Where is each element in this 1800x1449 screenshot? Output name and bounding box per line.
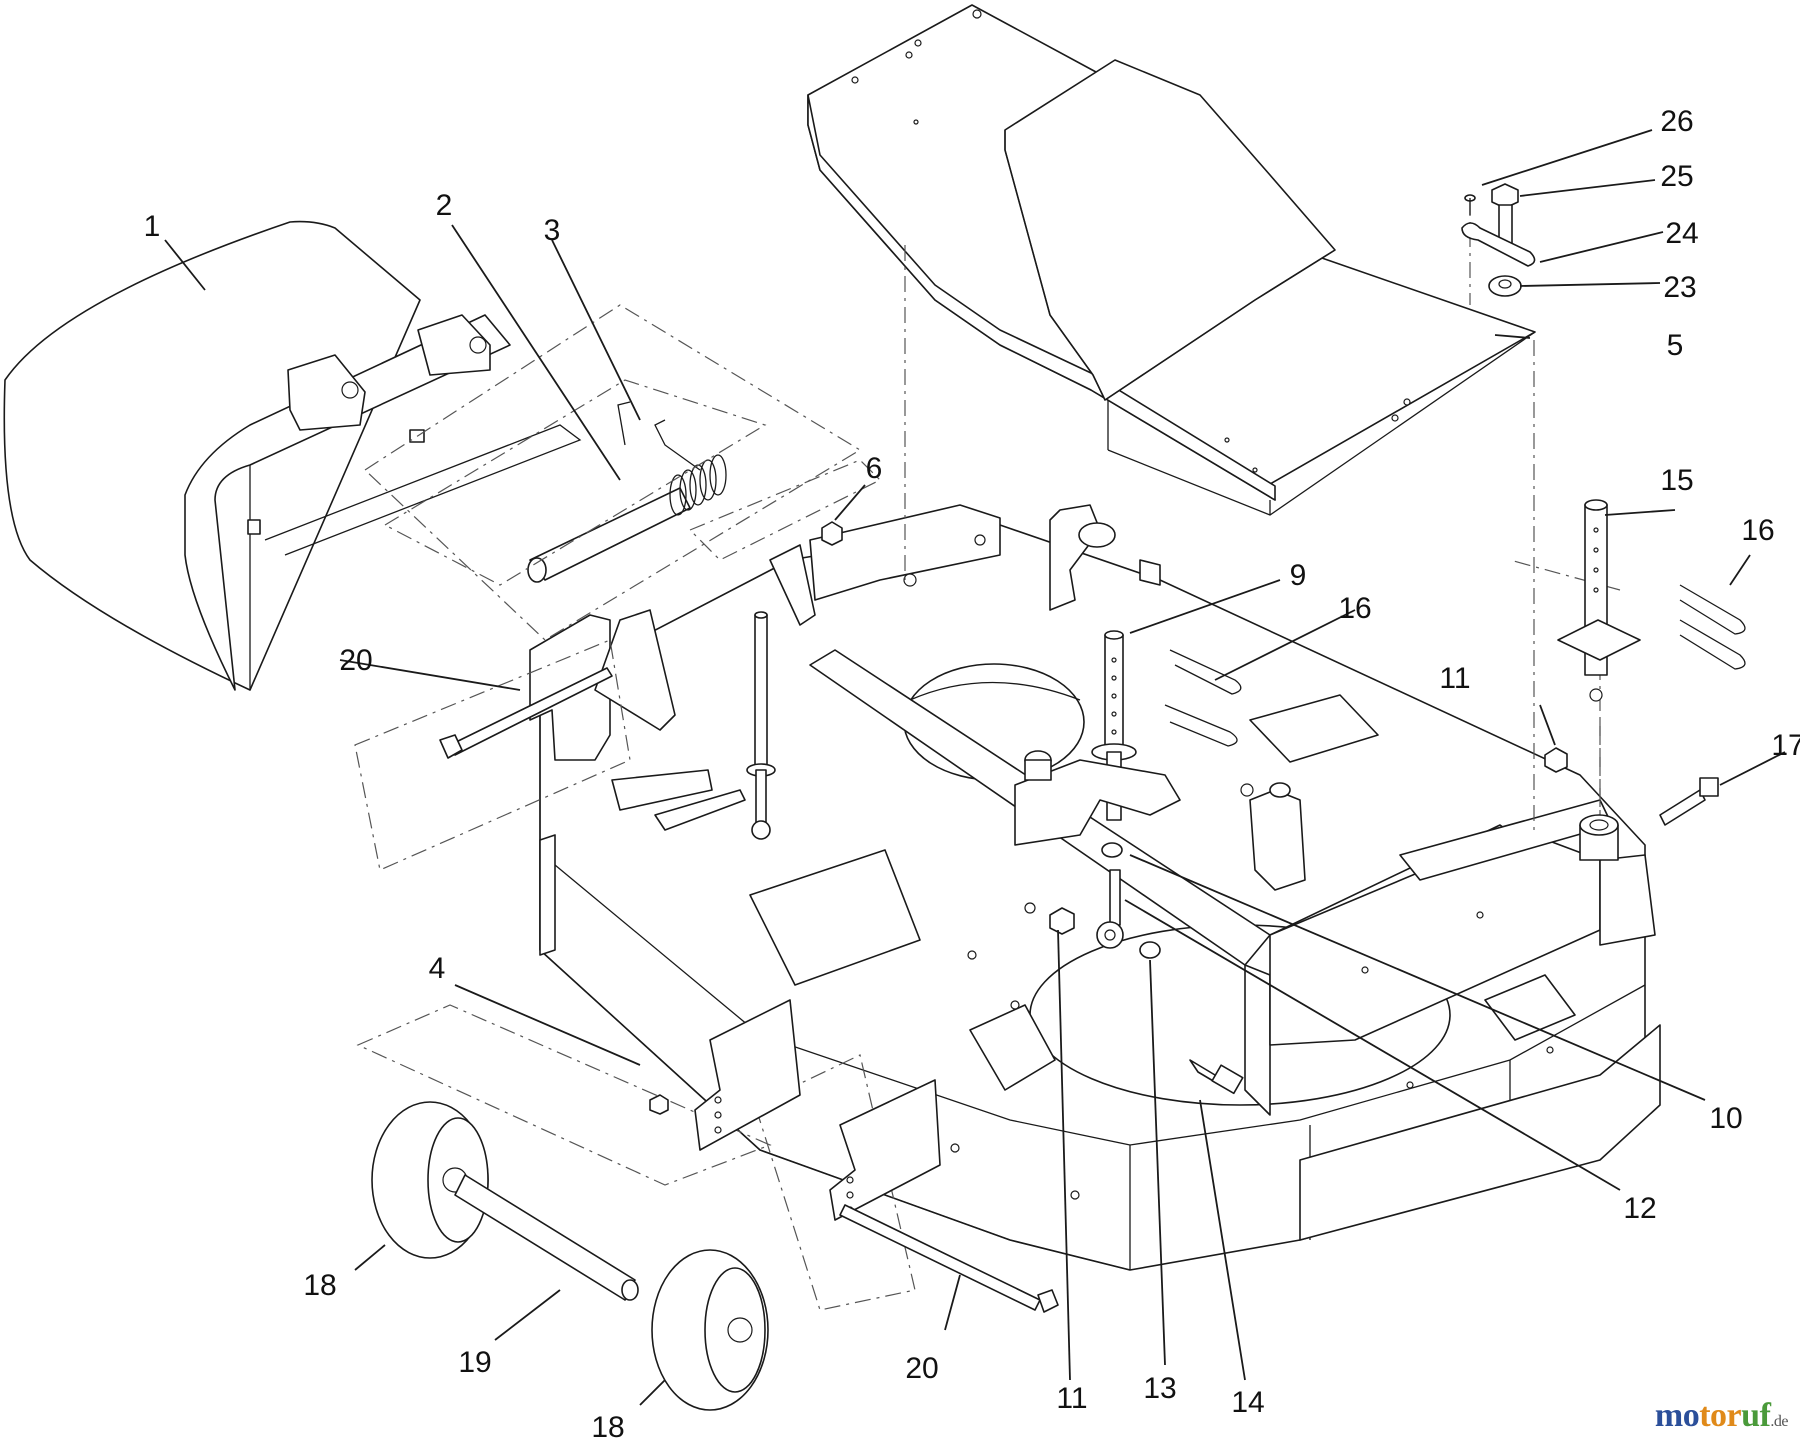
callout-13: 13 [1143,1372,1176,1405]
nut-23[interactable] [1488,275,1522,297]
height-pin-15[interactable] [1557,499,1641,702]
bolt-14[interactable] [1189,1059,1244,1095]
dashed-group-lines [354,200,1621,1311]
link-arm-12[interactable] [1096,869,1124,949]
deflector-rod-and-spring [527,401,727,583]
axle-19[interactable] [454,1174,639,1301]
callout-18-right: 18 [591,1411,624,1444]
callout-25: 25 [1660,160,1693,193]
callout-2: 2 [436,189,453,222]
callout-4: 4 [429,952,446,985]
callout-26: 26 [1660,105,1693,138]
decal-4 [1484,974,1576,1041]
callout-10: 10 [1709,1102,1742,1135]
callout-11-lower: 11 [1056,1382,1087,1415]
deck-cover-assembly [807,4,1536,516]
callout-16-left: 16 [1338,592,1371,625]
rear-bracket [1249,782,1306,891]
wheel-18-left[interactable] [371,1101,489,1259]
callout-5: 5 [1667,329,1684,362]
mower-deck [529,504,1661,1271]
callout-16-right: 16 [1741,514,1774,547]
nut-11-upper[interactable] [1544,747,1568,773]
callout-14: 14 [1231,1386,1264,1419]
callout-17: 17 [1771,729,1800,762]
decal-3 [969,1004,1056,1091]
pin-bracket [1014,750,1181,846]
right-pivot-tube [1579,814,1619,861]
callout-23: 23 [1663,271,1696,304]
nut-10[interactable] [1101,842,1123,858]
height-pin-left [746,611,776,840]
callout-20-upper: 20 [339,644,372,677]
hairpin-clips-16[interactable] [1164,584,1746,747]
decal-2 [749,849,921,986]
callout-15: 15 [1660,464,1693,497]
callout-leaders [164,129,1786,1406]
bracket-24[interactable] [1461,222,1536,267]
watermark-part-1: mo [1654,1397,1700,1434]
decal-1 [1249,694,1379,763]
callout-labels: 1 2 3 4 5 6 9 10 11 11 12 13 14 15 16 16… [144,105,1800,1444]
callout-6: 6 [866,452,883,485]
pivot-bolt-lower[interactable] [839,1204,1059,1313]
pivot-bolt-upper [439,667,613,759]
callout-11-upper: 11 [1439,662,1470,695]
callout-19: 19 [458,1346,491,1379]
watermark-logo: motoruf.de [1654,1397,1789,1435]
wheel-18-right[interactable] [651,1249,769,1411]
nut-4[interactable] [649,1094,669,1115]
hardware-26[interactable] [1464,194,1476,215]
bolt-17[interactable] [1659,777,1719,826]
nut-11-lower[interactable] [1049,907,1075,935]
watermark-part-3: uf [1741,1397,1771,1434]
washer-13[interactable] [1139,941,1161,959]
callout-18-left: 18 [303,1269,336,1302]
discharge-deflector [3,220,582,691]
nut-6[interactable] [821,521,843,546]
deflector-rod [529,487,691,581]
callout-20-lower: 20 [905,1352,938,1385]
watermark-tld: .de [1770,1413,1788,1430]
callout-1: 1 [144,210,161,243]
watermark-part-2: tor [1699,1397,1742,1434]
front-wheel-brackets [649,999,941,1221]
callout-3: 3 [544,214,561,247]
callout-24: 24 [1665,217,1698,250]
callout-9: 9 [1290,559,1307,592]
callout-12: 12 [1623,1192,1656,1225]
